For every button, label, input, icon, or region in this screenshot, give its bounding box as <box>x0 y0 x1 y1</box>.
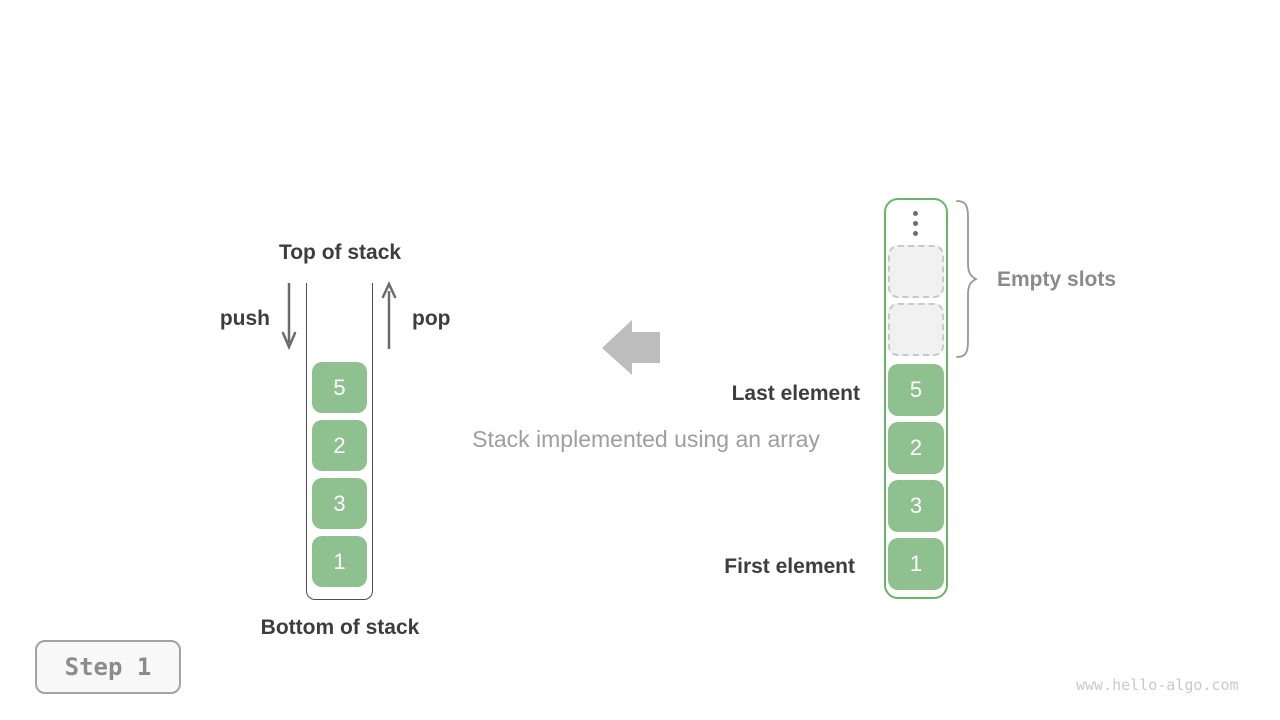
last-element-label: Last element <box>731 382 860 405</box>
empty-slot <box>888 245 944 298</box>
push-label: push <box>219 307 270 330</box>
top-of-stack-label: Top of stack <box>278 241 402 264</box>
empty-slot <box>888 303 944 356</box>
stack-cell: 2 <box>312 420 367 471</box>
left-block-arrow-icon <box>602 320 660 375</box>
first-element-label: First element <box>724 555 855 578</box>
array-cell: 2 <box>888 422 944 474</box>
step-badge: Step 1 <box>35 640 181 694</box>
stack-cell: 1 <box>312 536 367 587</box>
stack-cell: 5 <box>312 362 367 413</box>
watermark-text: www.hello-algo.com <box>1076 676 1239 694</box>
empty-slots-label: Empty slots <box>997 268 1117 291</box>
ellipsis-dots-icon <box>913 211 918 236</box>
brace-icon <box>956 200 979 358</box>
array-cell: 5 <box>888 364 944 416</box>
array-cell: 1 <box>888 538 944 590</box>
pop-arrow-icon <box>381 281 397 349</box>
push-arrow-icon <box>281 283 297 351</box>
bottom-of-stack-label: Bottom of stack <box>260 616 420 639</box>
array-cell: 3 <box>888 480 944 532</box>
stack-cell: 3 <box>312 478 367 529</box>
pop-label: pop <box>412 307 451 330</box>
caption-text: Stack implemented using an array <box>472 426 820 452</box>
